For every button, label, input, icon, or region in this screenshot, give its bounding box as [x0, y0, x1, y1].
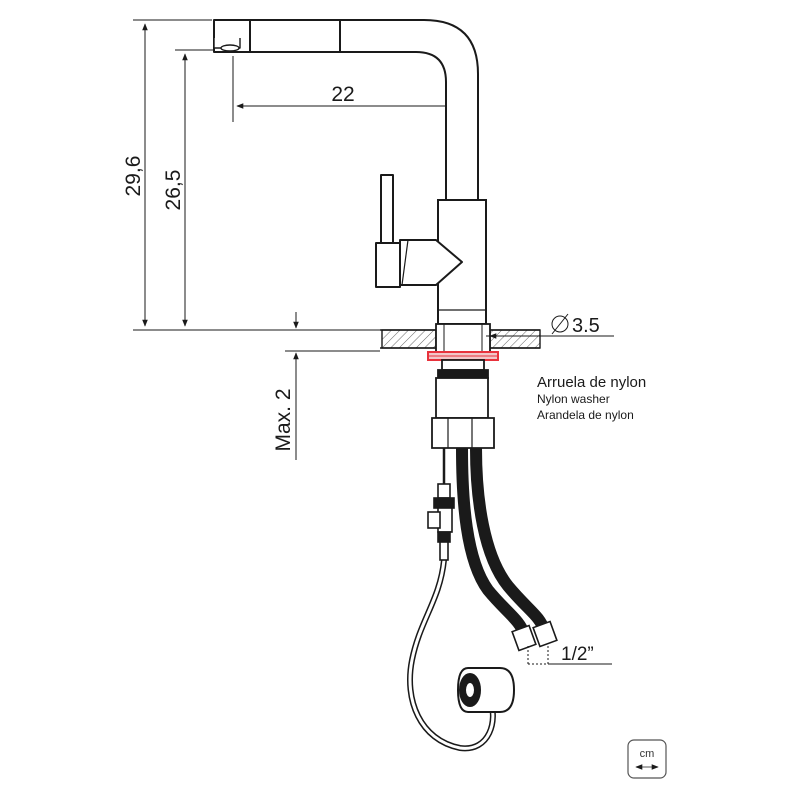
pull-out-hose	[407, 448, 496, 752]
washer-label-es: Arruela de nylon	[537, 374, 646, 391]
hole-diameter-dimension	[486, 313, 614, 339]
max-thickness-dimension	[285, 312, 380, 460]
supply-hose-fittings	[511, 620, 558, 652]
washer-label-en: Nylon washer	[537, 392, 610, 406]
faucet-handle	[375, 174, 463, 288]
washer-label-pt: Arandela de nylon	[537, 408, 634, 422]
spout-height-label: 26,5	[162, 170, 185, 211]
countertop-section	[380, 329, 541, 349]
braided-supply-hoses	[456, 447, 550, 637]
spray-head	[456, 667, 516, 713]
hose-connector	[427, 483, 455, 561]
fixing-nut	[431, 359, 495, 449]
nylon-washer	[427, 351, 499, 361]
reach-label: 22	[331, 83, 354, 106]
unit-badge: cm	[627, 739, 667, 779]
total-height-label: 29,6	[122, 156, 145, 197]
faucet-spout	[213, 19, 479, 201]
mounting-shank	[435, 323, 491, 357]
hole-diameter-label: 3.5	[572, 315, 600, 337]
thread-dimension	[527, 646, 550, 665]
thread-label: 1/2”	[561, 644, 594, 665]
max-thickness-label: Max. 2	[272, 388, 295, 451]
unit-badge-label: cm	[640, 748, 655, 760]
washer-label-group: Arruela de nylon Nylon washer Arandela d…	[537, 374, 646, 422]
